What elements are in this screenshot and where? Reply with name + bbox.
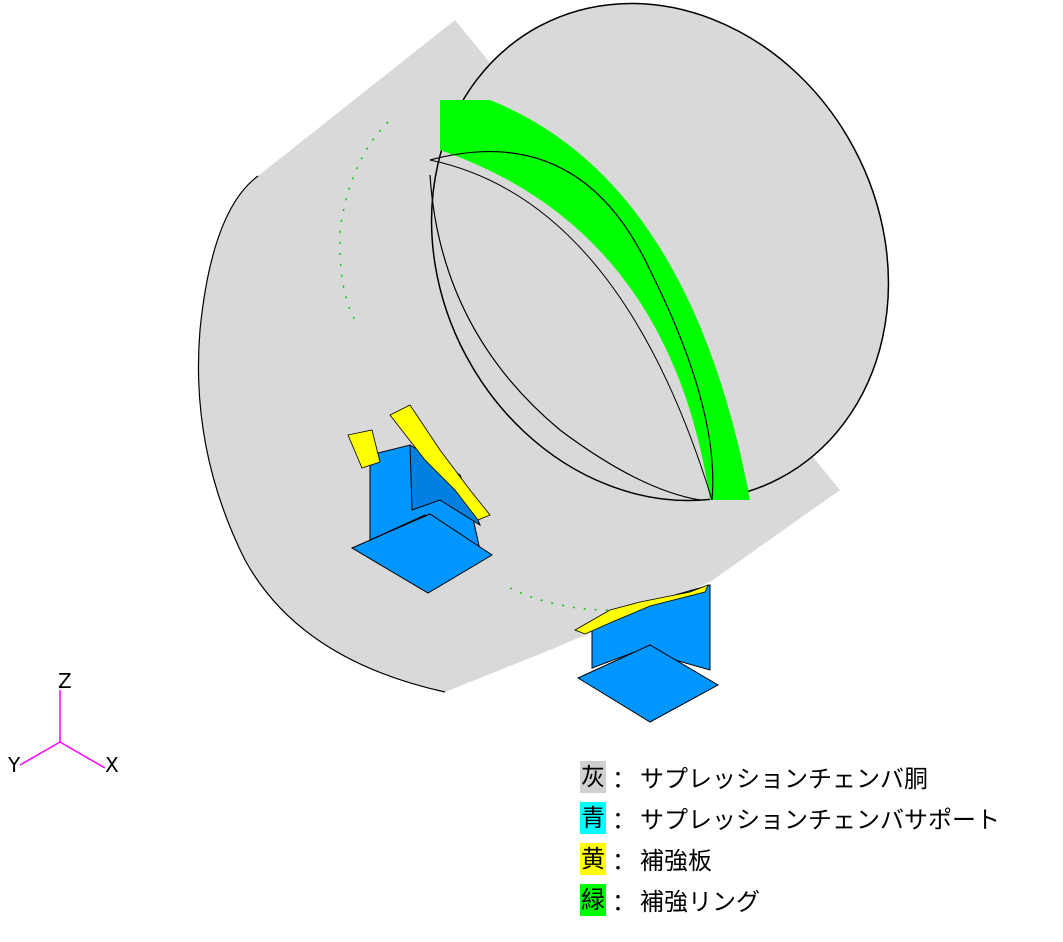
legend-separator: ： xyxy=(612,806,636,834)
y-axis-label: Y xyxy=(7,753,21,777)
legend-row: 緑：補強リング xyxy=(580,881,1000,918)
reinforcing-plate-right xyxy=(574,584,709,635)
support-left xyxy=(347,404,493,594)
x-axis-line xyxy=(59,741,106,769)
legend-label: サプレッションチェンバ胴 xyxy=(640,765,928,793)
legend-row: 灰：サプレッションチェンバ胴 xyxy=(580,758,1000,795)
support-right xyxy=(574,584,720,723)
legend-swatch: 緑 xyxy=(580,883,606,916)
reinforcing-ring xyxy=(440,100,750,500)
inner-rim-line xyxy=(429,174,701,501)
legend-row: 黄：補強板 xyxy=(580,840,1000,877)
legend-separator: ： xyxy=(612,847,636,875)
ring-inner-line xyxy=(429,159,713,501)
ring-inner-edge xyxy=(429,151,714,501)
legend-label: 補強板 xyxy=(640,847,712,875)
legend-swatch: 灰 xyxy=(580,760,606,793)
legend-separator: ： xyxy=(612,765,636,793)
support-right-base xyxy=(576,644,720,723)
legend-separator: ： xyxy=(612,888,636,916)
y-axis-line xyxy=(19,741,61,766)
legend-swatch: 青 xyxy=(580,801,606,834)
legend-label: 補強リング xyxy=(640,888,760,916)
axis-triad: Z X Y xyxy=(7,669,119,777)
legend-row: 青：サプレッションチェンバサポート xyxy=(580,799,1000,836)
x-axis-label: X xyxy=(105,753,119,777)
hidden-ring-dashes-lower xyxy=(509,587,621,611)
z-axis-label: Z xyxy=(58,669,72,693)
reinforcing-plate-left-1 xyxy=(347,429,381,469)
shell-back-edge xyxy=(197,175,446,693)
legend-label: サプレッションチェンバサポート xyxy=(640,806,1000,834)
reinforcing-plate-left-2 xyxy=(389,404,491,521)
legend: 灰：サプレッションチェンバ胴青：サプレッションチェンバサポート黄：補強板緑：補強… xyxy=(580,758,1000,922)
legend-swatch: 黄 xyxy=(580,842,606,875)
support-left-base xyxy=(350,513,493,594)
